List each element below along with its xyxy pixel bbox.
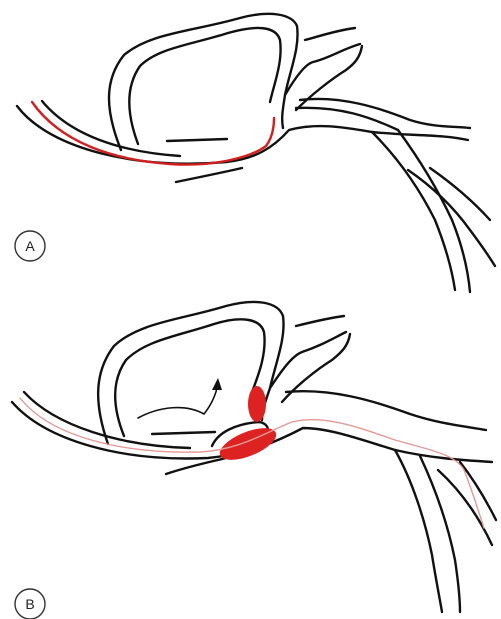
main-vessel-upper-wall xyxy=(42,101,180,156)
panel-a: A xyxy=(15,14,495,292)
main-vessel-lower-stub xyxy=(176,168,242,182)
panel-b-label-text: B xyxy=(25,596,34,612)
panel-b-vessels xyxy=(12,302,496,612)
panel-a-label-text: A xyxy=(25,238,35,254)
main-vessel-short-segment xyxy=(167,139,227,141)
panel-b: B xyxy=(12,302,496,619)
aneurysm-loop-inner xyxy=(129,28,280,144)
b-main-vessel-short-segment xyxy=(152,432,215,434)
balloon-upper xyxy=(248,386,266,422)
panel-b-label: B xyxy=(15,589,45,619)
panel-a-label: A xyxy=(15,231,45,261)
aneurysm-loop-outer xyxy=(109,14,298,150)
b-branch-descending-3 xyxy=(438,470,492,545)
b-main-vessel-lower-stub xyxy=(166,458,226,474)
b-branch-right-upper xyxy=(286,391,486,430)
flow-arrow-head xyxy=(212,378,222,390)
branch-upper-right-c xyxy=(305,28,355,40)
b-branch-upper-right-c xyxy=(296,316,344,326)
flow-arrow xyxy=(138,378,222,418)
guidewire-a xyxy=(32,102,274,165)
branch-descending-1 xyxy=(372,132,455,290)
flow-arrow-curve xyxy=(138,384,218,418)
balloon-lower xyxy=(216,422,281,467)
branch-descending-2 xyxy=(398,130,470,292)
b-branch-descending-1 xyxy=(395,450,442,612)
